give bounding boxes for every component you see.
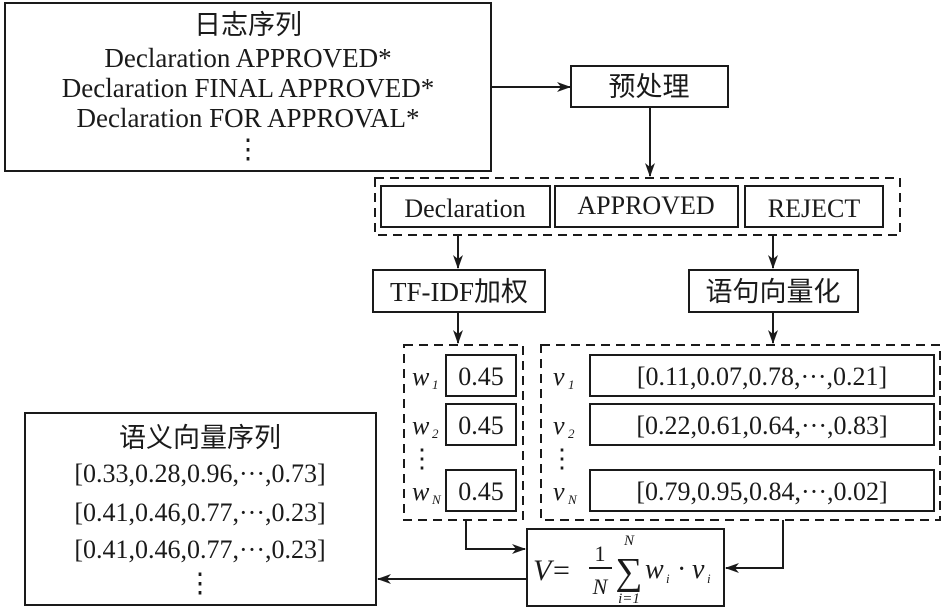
- weights-group: w 1 0.45 w 2 0.45 ⋮ w N 0.45: [403, 344, 524, 521]
- svg-text:w: w: [412, 477, 430, 506]
- svg-text:1: 1: [595, 541, 606, 566]
- tokens-group: Declaration APPROVED REJECT: [374, 177, 901, 236]
- token-box: [380, 185, 551, 228]
- vector-item: v 1 [0.11,0.07,0.78,···,0.21]: [553, 354, 935, 397]
- semantic-vector: [0.41,0.46,0.77,···,0.23]: [74, 498, 325, 527]
- svg-text:i: i: [707, 571, 711, 586]
- sentence-vec-label: 语句向量化: [706, 277, 841, 307]
- token-box: [554, 185, 739, 228]
- weight-item: w 1 0.45: [412, 354, 517, 397]
- token: Declaration: [404, 194, 525, 223]
- preprocess-box: 预处理: [570, 65, 729, 108]
- svg-text:v: v: [553, 362, 565, 391]
- svg-text:v: v: [553, 411, 565, 440]
- svg-text:v: v: [553, 477, 565, 506]
- semantic-vector: [0.33,0.28,0.96,···,0.73]: [74, 459, 325, 488]
- sentence-vec-box: 语句向量化: [688, 269, 859, 313]
- ellipsis: ⋮: [549, 444, 575, 473]
- semantic-sequence-box: 语义向量序列 [0.33,0.28,0.96,···,0.73] [0.41,0…: [24, 412, 377, 606]
- svg-text:V: V: [533, 554, 555, 587]
- ellipsis: ⋮: [235, 134, 262, 164]
- ellipsis: ⋮: [409, 444, 435, 473]
- svg-text:1: 1: [432, 377, 439, 392]
- svg-text:w: w: [412, 362, 430, 391]
- log-line: Declaration FOR APPROVAL*: [76, 103, 419, 133]
- vector-value: [0.11,0.07,0.78,···,0.21]: [637, 362, 887, 391]
- arrow-vectors-to-formula: [725, 520, 784, 573]
- svg-text:1: 1: [568, 377, 575, 392]
- log-sequence-box: 日志序列 Declaration APPROVED* Declaration F…: [4, 2, 492, 172]
- weight-item: w 2 0.45: [412, 403, 517, 446]
- preprocess-label: 预处理: [609, 72, 690, 102]
- weight-item: w N 0.45: [412, 469, 517, 512]
- svg-text:2: 2: [432, 426, 439, 441]
- semantic-vector: [0.41,0.46,0.77,···,0.23]: [74, 535, 325, 564]
- vector-item: v 2 [0.22,0.61,0.64,···,0.83]: [553, 403, 935, 446]
- svg-text:N: N: [567, 492, 578, 507]
- svg-text:N: N: [623, 533, 635, 549]
- formula-box: V = 1 N N ∑ i=1 w i · v i: [526, 528, 725, 607]
- arrow-weights-to-formula: [465, 520, 526, 554]
- tfidf-box: TF-IDF加权: [372, 269, 546, 313]
- svg-text:=: =: [553, 554, 570, 587]
- vector-item: v N [0.79,0.95,0.84,···,0.02]: [553, 469, 935, 512]
- token: APPROVED: [577, 191, 714, 220]
- svg-text:2: 2: [568, 426, 575, 441]
- sum-icon: ∑: [615, 551, 642, 593]
- ellipsis: ⋮: [187, 568, 214, 598]
- semantic-sequence-title: 语义向量序列: [119, 423, 281, 453]
- vector-value: [0.22,0.61,0.64,···,0.83]: [636, 411, 887, 440]
- tfidf-label: TF-IDF加权: [390, 277, 528, 307]
- svg-text:w: w: [645, 554, 664, 585]
- svg-text:v: v: [692, 554, 705, 585]
- weight-value: 0.45: [458, 362, 504, 391]
- weight-value: 0.45: [458, 411, 504, 440]
- svg-text:N: N: [431, 492, 442, 507]
- weight-value: 0.45: [458, 477, 504, 506]
- svg-text:·: ·: [677, 554, 686, 585]
- token-box: [744, 185, 884, 228]
- vectors-group: v 1 [0.11,0.07,0.78,···,0.21] v 2 [0.22,…: [540, 344, 941, 521]
- log-sequence-title: 日志序列: [194, 10, 302, 40]
- token: REJECT: [768, 194, 861, 223]
- svg-text:i=1: i=1: [618, 591, 640, 607]
- log-line: Declaration FINAL APPROVED*: [62, 73, 434, 103]
- vector-value: [0.79,0.95,0.84,···,0.02]: [636, 477, 887, 506]
- svg-text:i: i: [666, 571, 670, 586]
- svg-text:N: N: [592, 574, 609, 599]
- svg-text:w: w: [412, 411, 430, 440]
- log-line: Declaration APPROVED*: [104, 43, 391, 73]
